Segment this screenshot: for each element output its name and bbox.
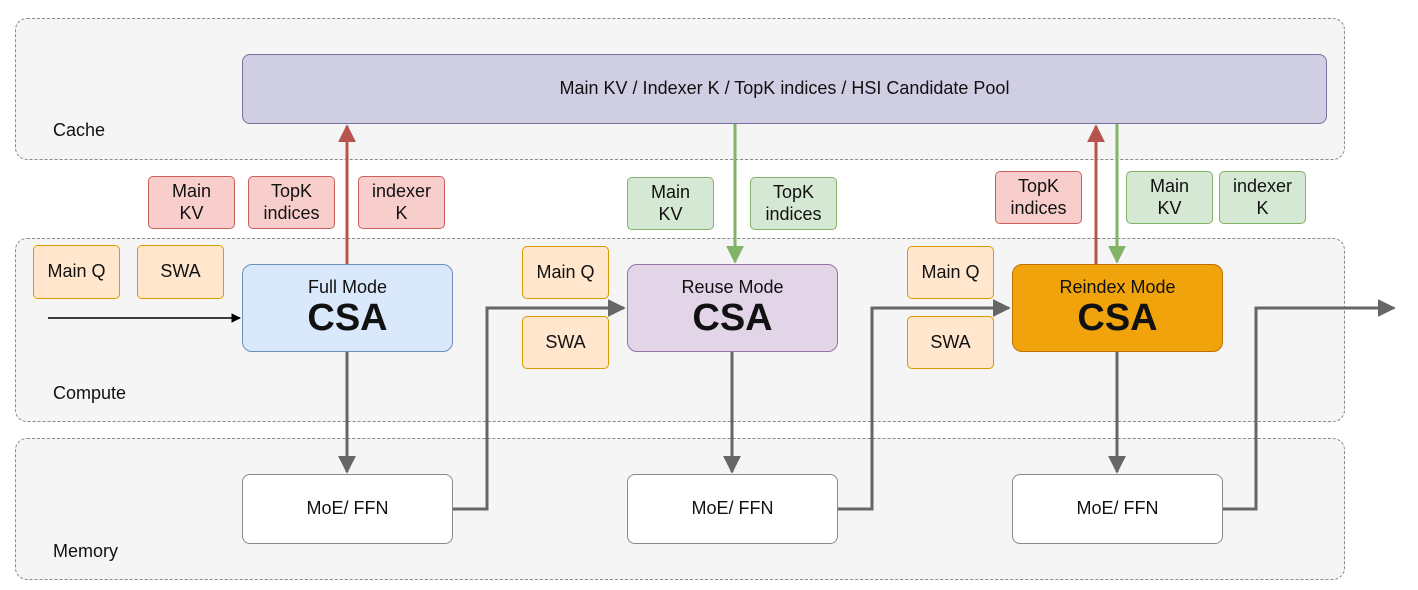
swa-input: SWA [137,245,224,299]
moe-ffn-1: MoE/ FFN [242,474,453,544]
csa-name: CSA [692,296,773,339]
main-kv-write: Main KV [148,176,235,229]
topk-indices-read: TopK indices [750,177,837,230]
swa-input: SWA [522,316,609,369]
main-kv-read: Main KV [627,177,714,230]
indexer-k-read: indexer K [1219,171,1306,224]
csa-name: CSA [307,296,388,339]
moe-ffn-2: MoE/ FFN [627,474,838,544]
memory-label: Memory [53,541,119,561]
csa-name: CSA [1077,296,1158,339]
csa-mode-label: Reindex Mode [1059,277,1176,298]
moe-ffn-3: MoE/ FFN [1012,474,1223,544]
swa-input: SWA [907,316,994,369]
topk-indices-write: TopK indices [248,176,335,229]
csa-full-mode: Full Mode CSA [242,264,453,352]
cache-label: Cache [53,120,106,140]
cache-pool: Main KV / Indexer K / TopK indices / HSI… [242,54,1327,124]
main-q-input: Main Q [33,245,120,299]
csa-mode-label: Full Mode [307,277,388,298]
output-arrow [1223,299,1396,511]
main-q-input: Main Q [907,246,994,299]
indexer-k-write: indexer K [358,176,445,229]
compute-label: Compute [53,383,127,403]
ffn-to-csa-arrow-2 [838,299,1011,511]
csa-reindex-mode: Reindex Mode CSA [1012,264,1223,352]
csa-reuse-mode: Reuse Mode CSA [627,264,838,352]
ffn-to-csa-arrow-1 [453,299,626,511]
main-kv-read: Main KV [1126,171,1213,224]
topk-indices-write: TopK indices [995,171,1082,224]
main-q-input: Main Q [522,246,609,299]
csa-mode-label: Reuse Mode [681,277,784,298]
